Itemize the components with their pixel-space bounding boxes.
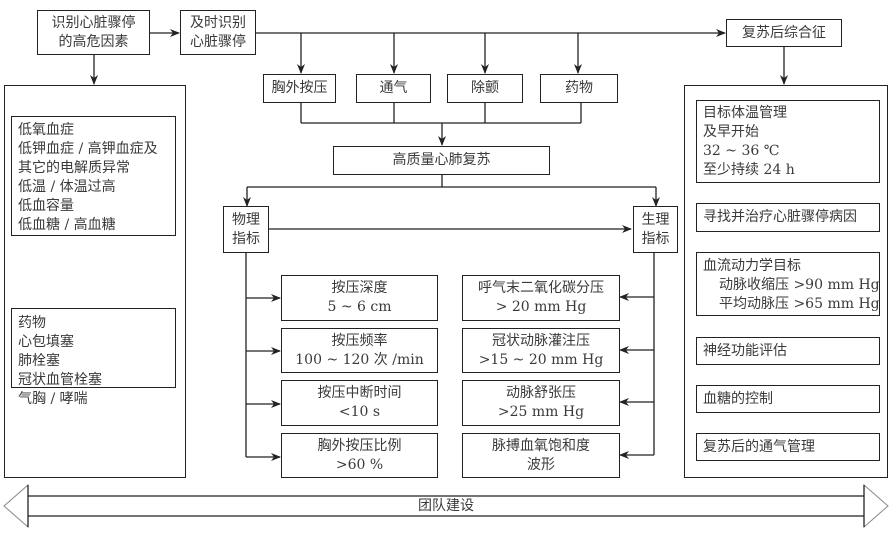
physical-indicators-line: 指标 bbox=[232, 230, 260, 247]
item-value: > 20 mm Hg bbox=[495, 299, 587, 315]
physical-item-interruption: 按压中断时间 <10 s bbox=[281, 380, 438, 426]
cause-item: 低温 / 体温过高 bbox=[18, 179, 116, 195]
intervention-defibrillation: 除颤 bbox=[447, 74, 523, 103]
ttm-line: 至少持续 24 h bbox=[703, 162, 795, 178]
physio-item-etco2: 呼气末二氧化碳分压 > 20 mm Hg bbox=[462, 275, 620, 321]
cause-item: 肺栓塞 bbox=[18, 353, 60, 369]
cause-item: 气胸 / 哮喘 bbox=[18, 391, 88, 407]
risk-factors-line: 识别心脏骤停 bbox=[51, 14, 136, 31]
cause-item: 药物 bbox=[18, 315, 46, 331]
neuro-label: 神经功能评估 bbox=[703, 342, 787, 359]
cause-item: 其它的电解质异常 bbox=[18, 160, 130, 176]
cause-item: 低血糖 / 高血糖 bbox=[18, 217, 116, 233]
hq-cpr-box: 高质量心肺复苏 bbox=[333, 146, 550, 175]
item-title: 按压中断时间 bbox=[317, 385, 402, 401]
item-value: >25 mm Hg bbox=[497, 404, 585, 420]
physio-item-spo2: 脉搏血氧饱和度 波形 bbox=[462, 433, 620, 478]
physio-item-cpp: 冠状动脉灌注压 >15 ~ 20 mm Hg bbox=[462, 328, 620, 373]
reversible-causes-h-box: 低氧血症 低钾血症 / 高钾血症及 其它的电解质异常 低温 / 体温过高 低血容… bbox=[11, 116, 176, 236]
cause-item: 心包填塞 bbox=[18, 334, 74, 350]
physical-item-fraction: 胸外按压比例 >60 % bbox=[281, 433, 438, 478]
recognize-arrest-box: 及时识别 心脏骤停 bbox=[180, 10, 256, 55]
item-value: 波形 bbox=[527, 456, 555, 473]
item-value: 5 ~ 6 cm bbox=[327, 299, 392, 315]
item-value: <10 s bbox=[338, 404, 381, 420]
item-value: >15 ~ 20 mm Hg bbox=[478, 351, 604, 368]
risk-factors-line: 的高危因素 bbox=[58, 33, 129, 50]
intervention-label: 除颤 bbox=[471, 80, 499, 96]
glucose-label: 血糖的控制 bbox=[703, 390, 773, 407]
hq-cpr-label: 高质量心肺复苏 bbox=[392, 152, 491, 168]
glucose-control-box: 血糖的控制 bbox=[696, 385, 880, 413]
ventilation-label: 复苏后的通气管理 bbox=[703, 438, 815, 455]
ttm-line: 目标体温管理 bbox=[703, 105, 787, 121]
physical-item-rate: 按压频率 100 ~ 120 次 /min bbox=[281, 328, 438, 373]
hemo-line: 动脉收缩压 >90 mm Hg bbox=[719, 277, 880, 293]
intervention-compression: 胸外按压 bbox=[263, 74, 336, 103]
reversible-causes-t-box: 药物 心包填塞 肺栓塞 冠状血管栓塞 气胸 / 哮喘 bbox=[11, 308, 176, 407]
hemodynamic-goals-box: 血流动力学目标 动脉收缩压 >90 mm Hg 平均动脉压 >65 mm Hg bbox=[696, 252, 880, 316]
physical-indicators-box: 物理 指标 bbox=[223, 206, 269, 253]
post-resuscitation-syndrome-box: 复苏后综合征 bbox=[726, 19, 842, 47]
intervention-ventilation: 通气 bbox=[356, 74, 431, 103]
hemo-title: 血流动力学目标 bbox=[703, 258, 801, 274]
item-value: 100 ~ 120 次 /min bbox=[295, 351, 424, 368]
intervention-drugs: 药物 bbox=[540, 74, 618, 103]
item-title: 动脉舒张压 bbox=[506, 385, 576, 401]
item-title: 脉搏血氧饱和度 bbox=[492, 437, 590, 454]
item-value: >60 % bbox=[335, 456, 384, 473]
ttm-line: 及早开始 bbox=[703, 124, 759, 140]
neuro-assessment-box: 神经功能评估 bbox=[696, 337, 880, 365]
recognize-line: 及时识别 bbox=[190, 14, 246, 31]
physical-indicators-line: 物理 bbox=[232, 211, 260, 228]
physiological-indicators-line: 生理 bbox=[641, 211, 670, 228]
team-building-label: 团队建设 bbox=[418, 498, 474, 514]
intervention-label: 通气 bbox=[379, 80, 408, 96]
physio-item-diastolic: 动脉舒张压 >25 mm Hg bbox=[462, 380, 620, 426]
physical-item-depth: 按压深度 5 ~ 6 cm bbox=[281, 275, 438, 321]
physiological-indicators-box: 生理 指标 bbox=[633, 206, 678, 253]
item-title: 冠状动脉灌注压 bbox=[492, 332, 590, 349]
cause-item: 冠状血管栓塞 bbox=[18, 372, 102, 388]
hemo-line: 平均动脉压 >65 mm Hg bbox=[719, 296, 880, 312]
recognize-line: 心脏骤停 bbox=[190, 33, 246, 50]
post-syndrome-label: 复苏后综合征 bbox=[742, 24, 826, 41]
ttm-box: 目标体温管理 及早开始 32 ~ 36 ℃ 至少持续 24 h bbox=[696, 100, 880, 183]
ttm-line: 32 ~ 36 ℃ bbox=[703, 143, 780, 159]
intervention-label: 胸外按压 bbox=[271, 80, 328, 96]
item-title: 胸外按压比例 bbox=[317, 437, 402, 454]
ventilation-management-box: 复苏后的通气管理 bbox=[696, 433, 880, 461]
cause-item: 低氧血症 bbox=[18, 122, 74, 138]
cause-item: 低钾血症 / 高钾血症及 bbox=[18, 141, 158, 157]
cause-item: 低血容量 bbox=[18, 198, 74, 214]
physiological-indicators-line: 指标 bbox=[641, 230, 670, 247]
intervention-label: 药物 bbox=[565, 80, 593, 96]
find-cause-label: 寻找并治疗心脏骤停病因 bbox=[703, 209, 857, 225]
risk-factors-box: 识别心脏骤停 的高危因素 bbox=[37, 10, 150, 55]
find-cause-box: 寻找并治疗心脏骤停病因 bbox=[696, 203, 880, 232]
item-title: 呼气末二氧化碳分压 bbox=[478, 280, 604, 296]
item-title: 按压深度 bbox=[331, 280, 388, 296]
item-title: 按压频率 bbox=[331, 332, 388, 349]
